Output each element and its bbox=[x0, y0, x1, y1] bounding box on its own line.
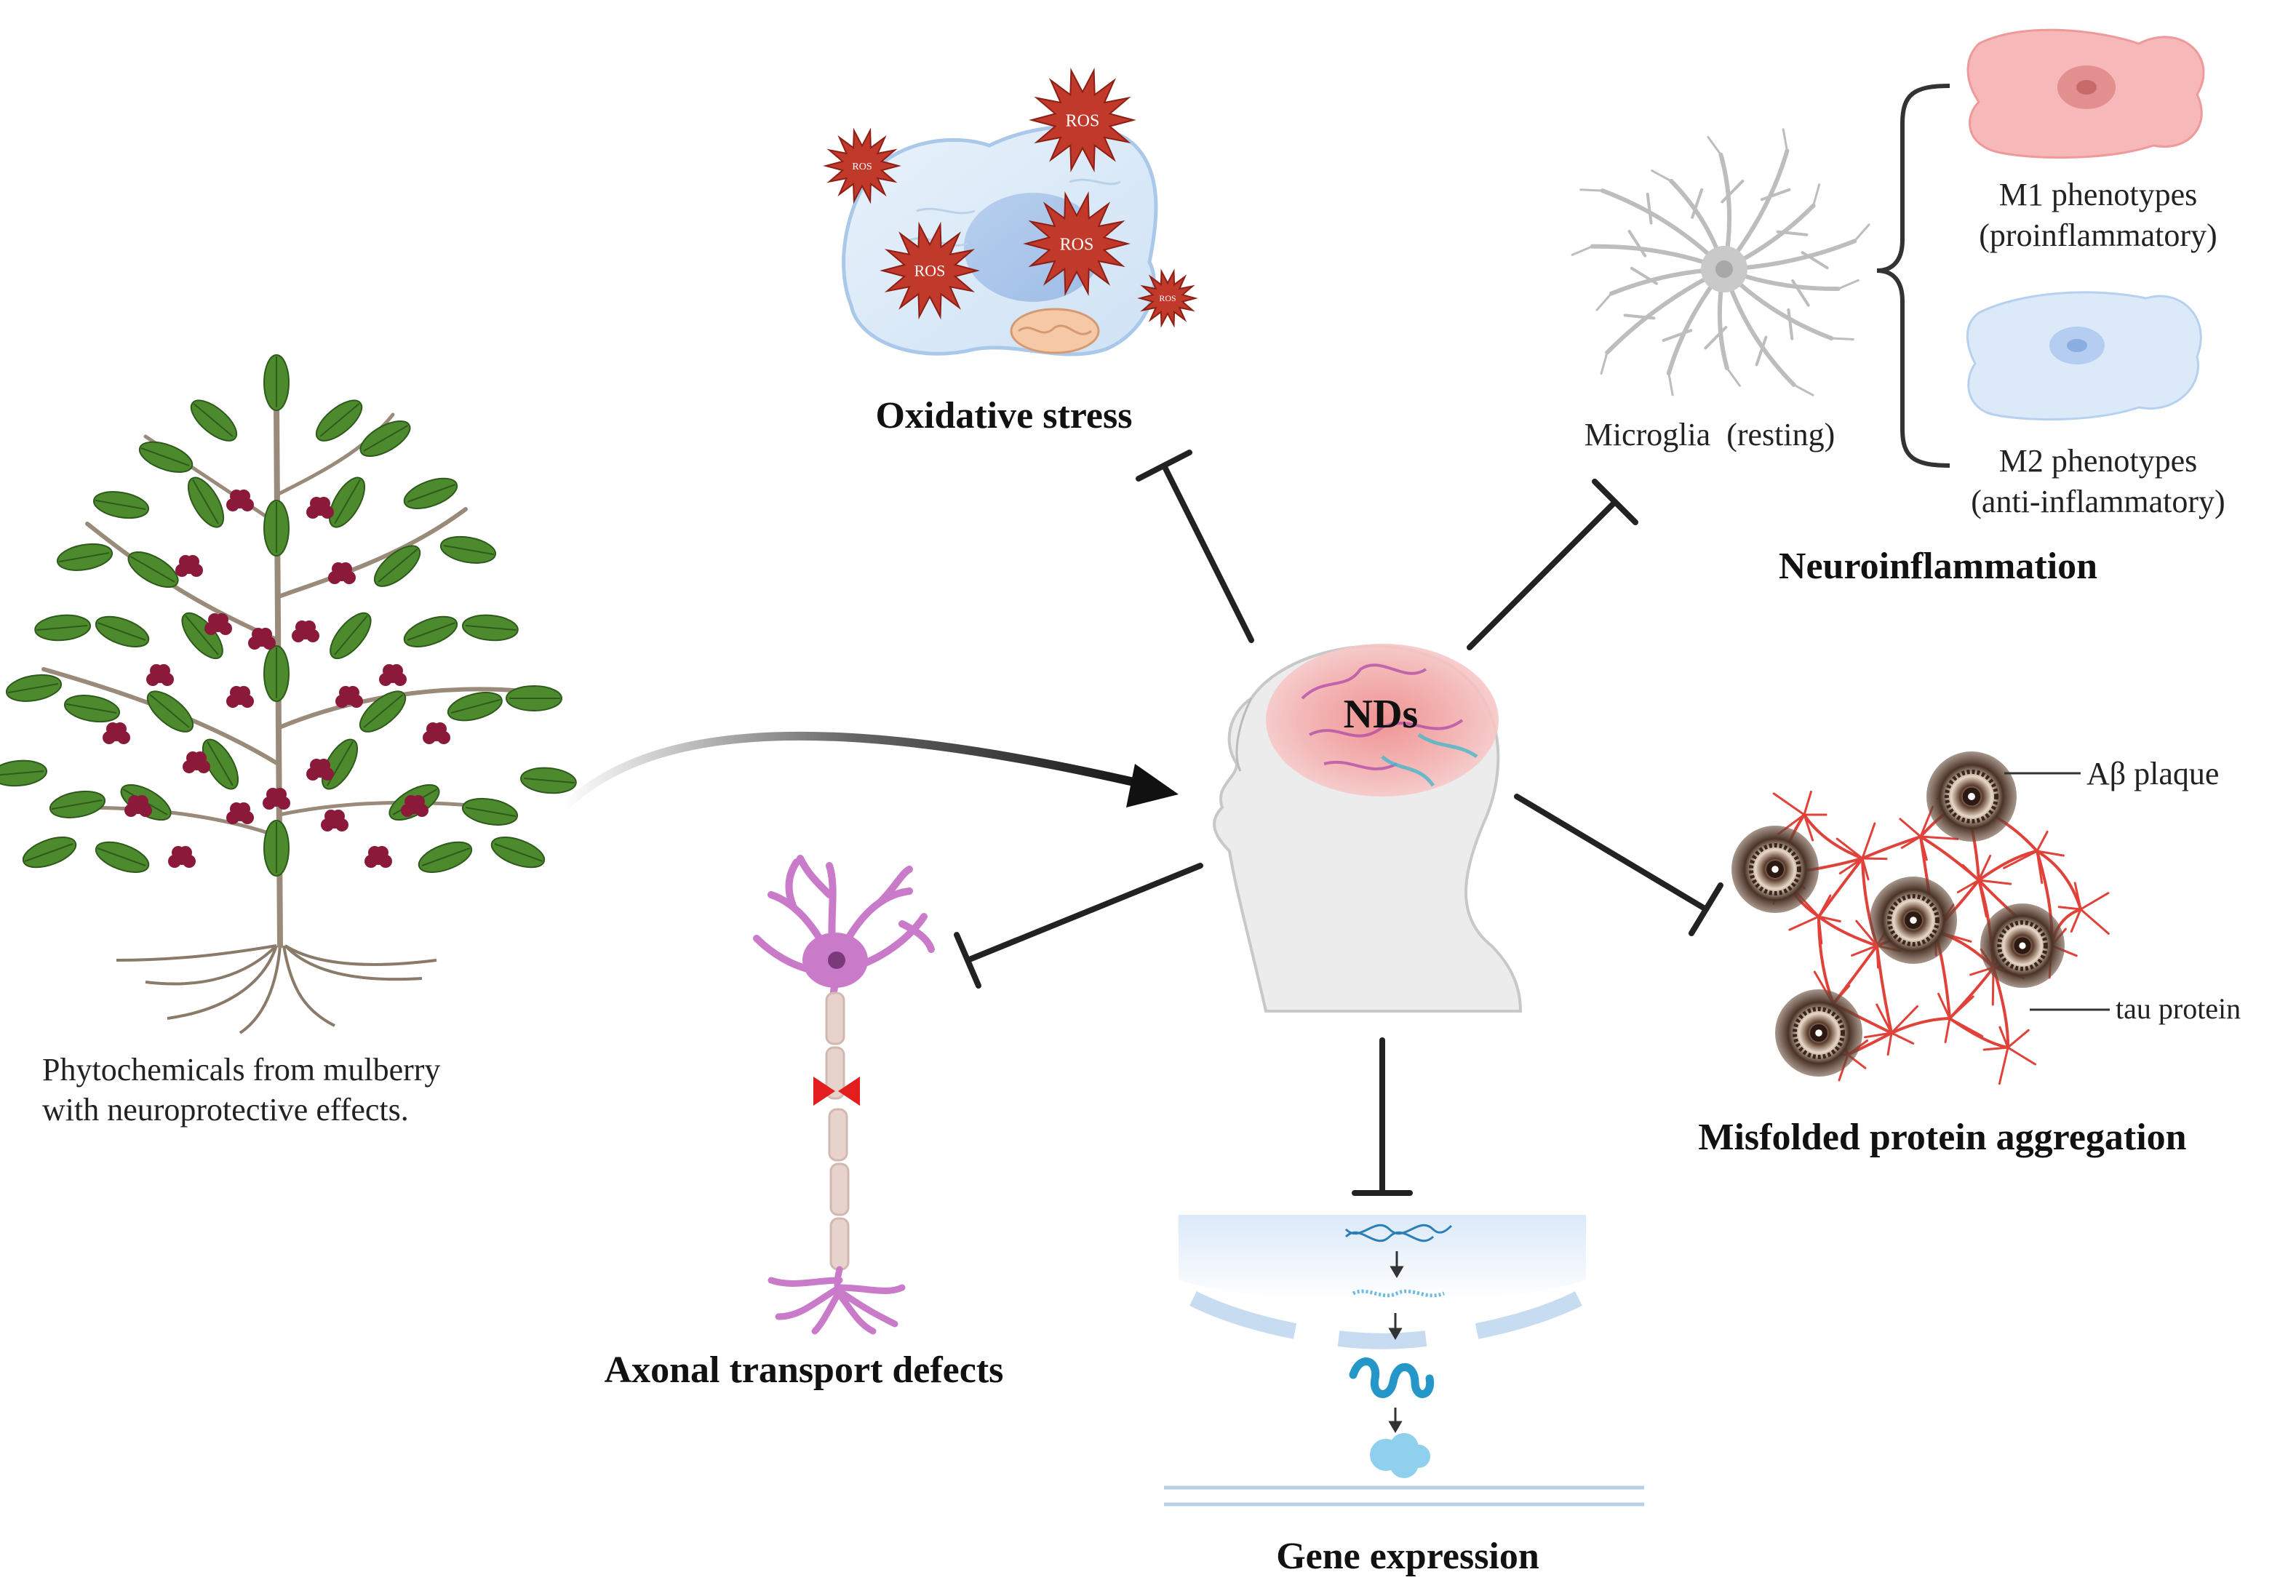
neuron-illustration bbox=[753, 855, 935, 1335]
mrna-icon bbox=[1352, 1289, 1445, 1298]
gene-expression-title: Gene expression bbox=[1276, 1536, 1539, 1577]
m2-label-line2: (anti-inflammatory) bbox=[1971, 484, 2225, 519]
m2-label-line1: M2 phenotypes bbox=[1999, 443, 2198, 479]
protein-icon bbox=[1370, 1433, 1430, 1478]
plant-to-nds-arrow bbox=[560, 731, 1179, 811]
m1-label-line2: (proinflammatory) bbox=[1979, 218, 2217, 253]
mulberry-plant-illustration bbox=[0, 354, 577, 1034]
membrane-segments bbox=[1189, 1291, 1582, 1349]
gene-expression-illustration bbox=[1164, 1215, 1644, 1507]
oxidative-stress-title: Oxidative stress bbox=[876, 395, 1133, 436]
ros-label: ROS bbox=[1159, 293, 1176, 303]
nds-label: NDs bbox=[1344, 692, 1419, 737]
abeta-plaques bbox=[1731, 751, 2065, 1077]
plant-caption-line2: with neuroprotective effects. bbox=[42, 1092, 409, 1128]
m1-label-line1: M1 phenotypes bbox=[1999, 177, 2198, 212]
ros-bursts: ROS ROS ROS ROS ROS bbox=[823, 67, 1198, 328]
ros-label: ROS bbox=[852, 161, 872, 172]
inhibition-lines bbox=[954, 450, 1723, 1196]
brain-illustration bbox=[1266, 644, 1499, 797]
mitochondrion bbox=[1010, 308, 1100, 354]
polypeptide-icon bbox=[1349, 1357, 1435, 1398]
axon-segments bbox=[825, 991, 850, 1271]
axonal-transport-title: Axonal transport defects bbox=[605, 1349, 1004, 1391]
ros-label: ROS bbox=[1066, 111, 1100, 130]
misfolded-protein-title: Misfolded protein aggregation bbox=[1698, 1117, 2186, 1158]
ros-label: ROS bbox=[914, 262, 946, 280]
flow-arrows bbox=[1388, 1251, 1404, 1433]
dna-icon bbox=[1344, 1224, 1453, 1242]
human-head-illustration: NDs bbox=[1213, 644, 1523, 1013]
plant-berries bbox=[103, 490, 450, 868]
plant-caption-line1: Phytochemicals from mulberry bbox=[42, 1052, 440, 1088]
abeta-plaque-label: Aβ plaque bbox=[2086, 756, 2219, 791]
oxidative-stress-cell: ROS ROS ROS ROS ROS bbox=[823, 67, 1198, 356]
transport-block-icon bbox=[813, 1077, 860, 1106]
microglia-label: Microglia (resting) bbox=[1585, 417, 1835, 452]
axon-terminals bbox=[768, 1266, 906, 1335]
phenotype-brace bbox=[1876, 84, 1950, 468]
tau-protein-label: tau protein bbox=[2116, 992, 2241, 1025]
plant-roots bbox=[116, 944, 437, 1034]
gene-baseline bbox=[1164, 1485, 1644, 1507]
neuroinflammation-title: Neuroinflammation bbox=[1779, 546, 2097, 587]
ros-label: ROS bbox=[1060, 235, 1094, 254]
